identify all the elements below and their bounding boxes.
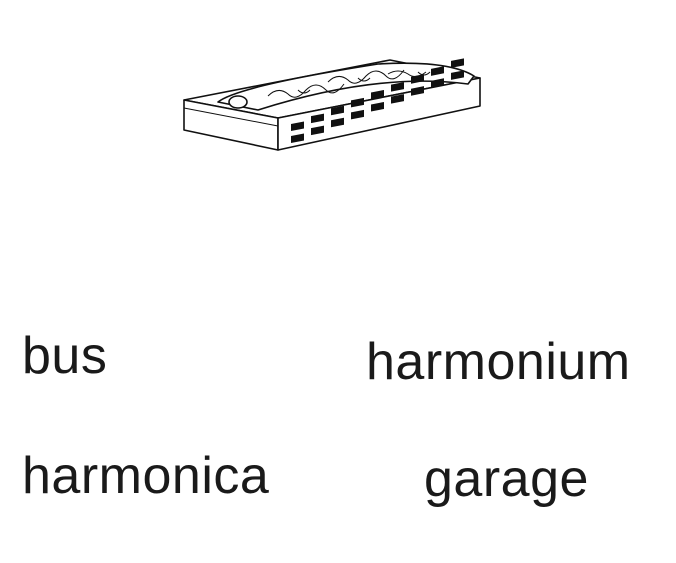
option-harmonica[interactable]: harmonica: [22, 447, 270, 505]
option-harmonium[interactable]: harmonium: [366, 333, 631, 391]
harmonica-picture: [178, 50, 488, 160]
harmonica-icon: [183, 58, 481, 151]
option-bus[interactable]: bus: [22, 327, 108, 385]
option-garage[interactable]: garage: [424, 450, 589, 508]
